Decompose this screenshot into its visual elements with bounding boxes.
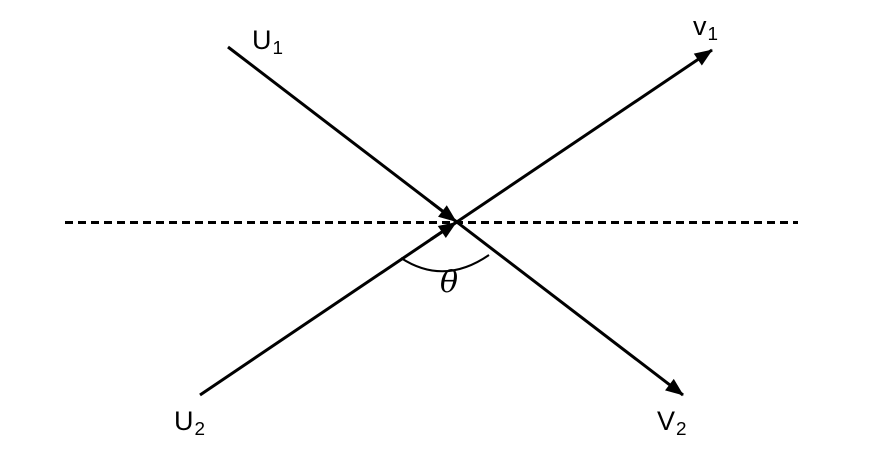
angle-arc	[400, 254, 490, 273]
label-u2-subscript: 2	[194, 418, 206, 440]
label-v2-subscript: 2	[676, 418, 687, 440]
label-u2: U2	[174, 406, 205, 439]
label-v2: V2	[657, 406, 687, 439]
label-v1-subscript: 1	[707, 23, 719, 45]
label-u1-base: U	[252, 25, 272, 55]
label-u2-base: U	[174, 406, 194, 436]
label-v2-base: V	[657, 406, 676, 436]
label-v1-base: v	[693, 11, 707, 41]
label-v1: v1	[693, 11, 718, 44]
center-arrowhead-u2	[430, 221, 457, 241]
label-u1: U1	[252, 25, 283, 58]
label-u1-subscript: 1	[272, 37, 284, 59]
center-arrowhead-u1	[430, 201, 457, 223]
label-theta: θ	[440, 265, 459, 300]
